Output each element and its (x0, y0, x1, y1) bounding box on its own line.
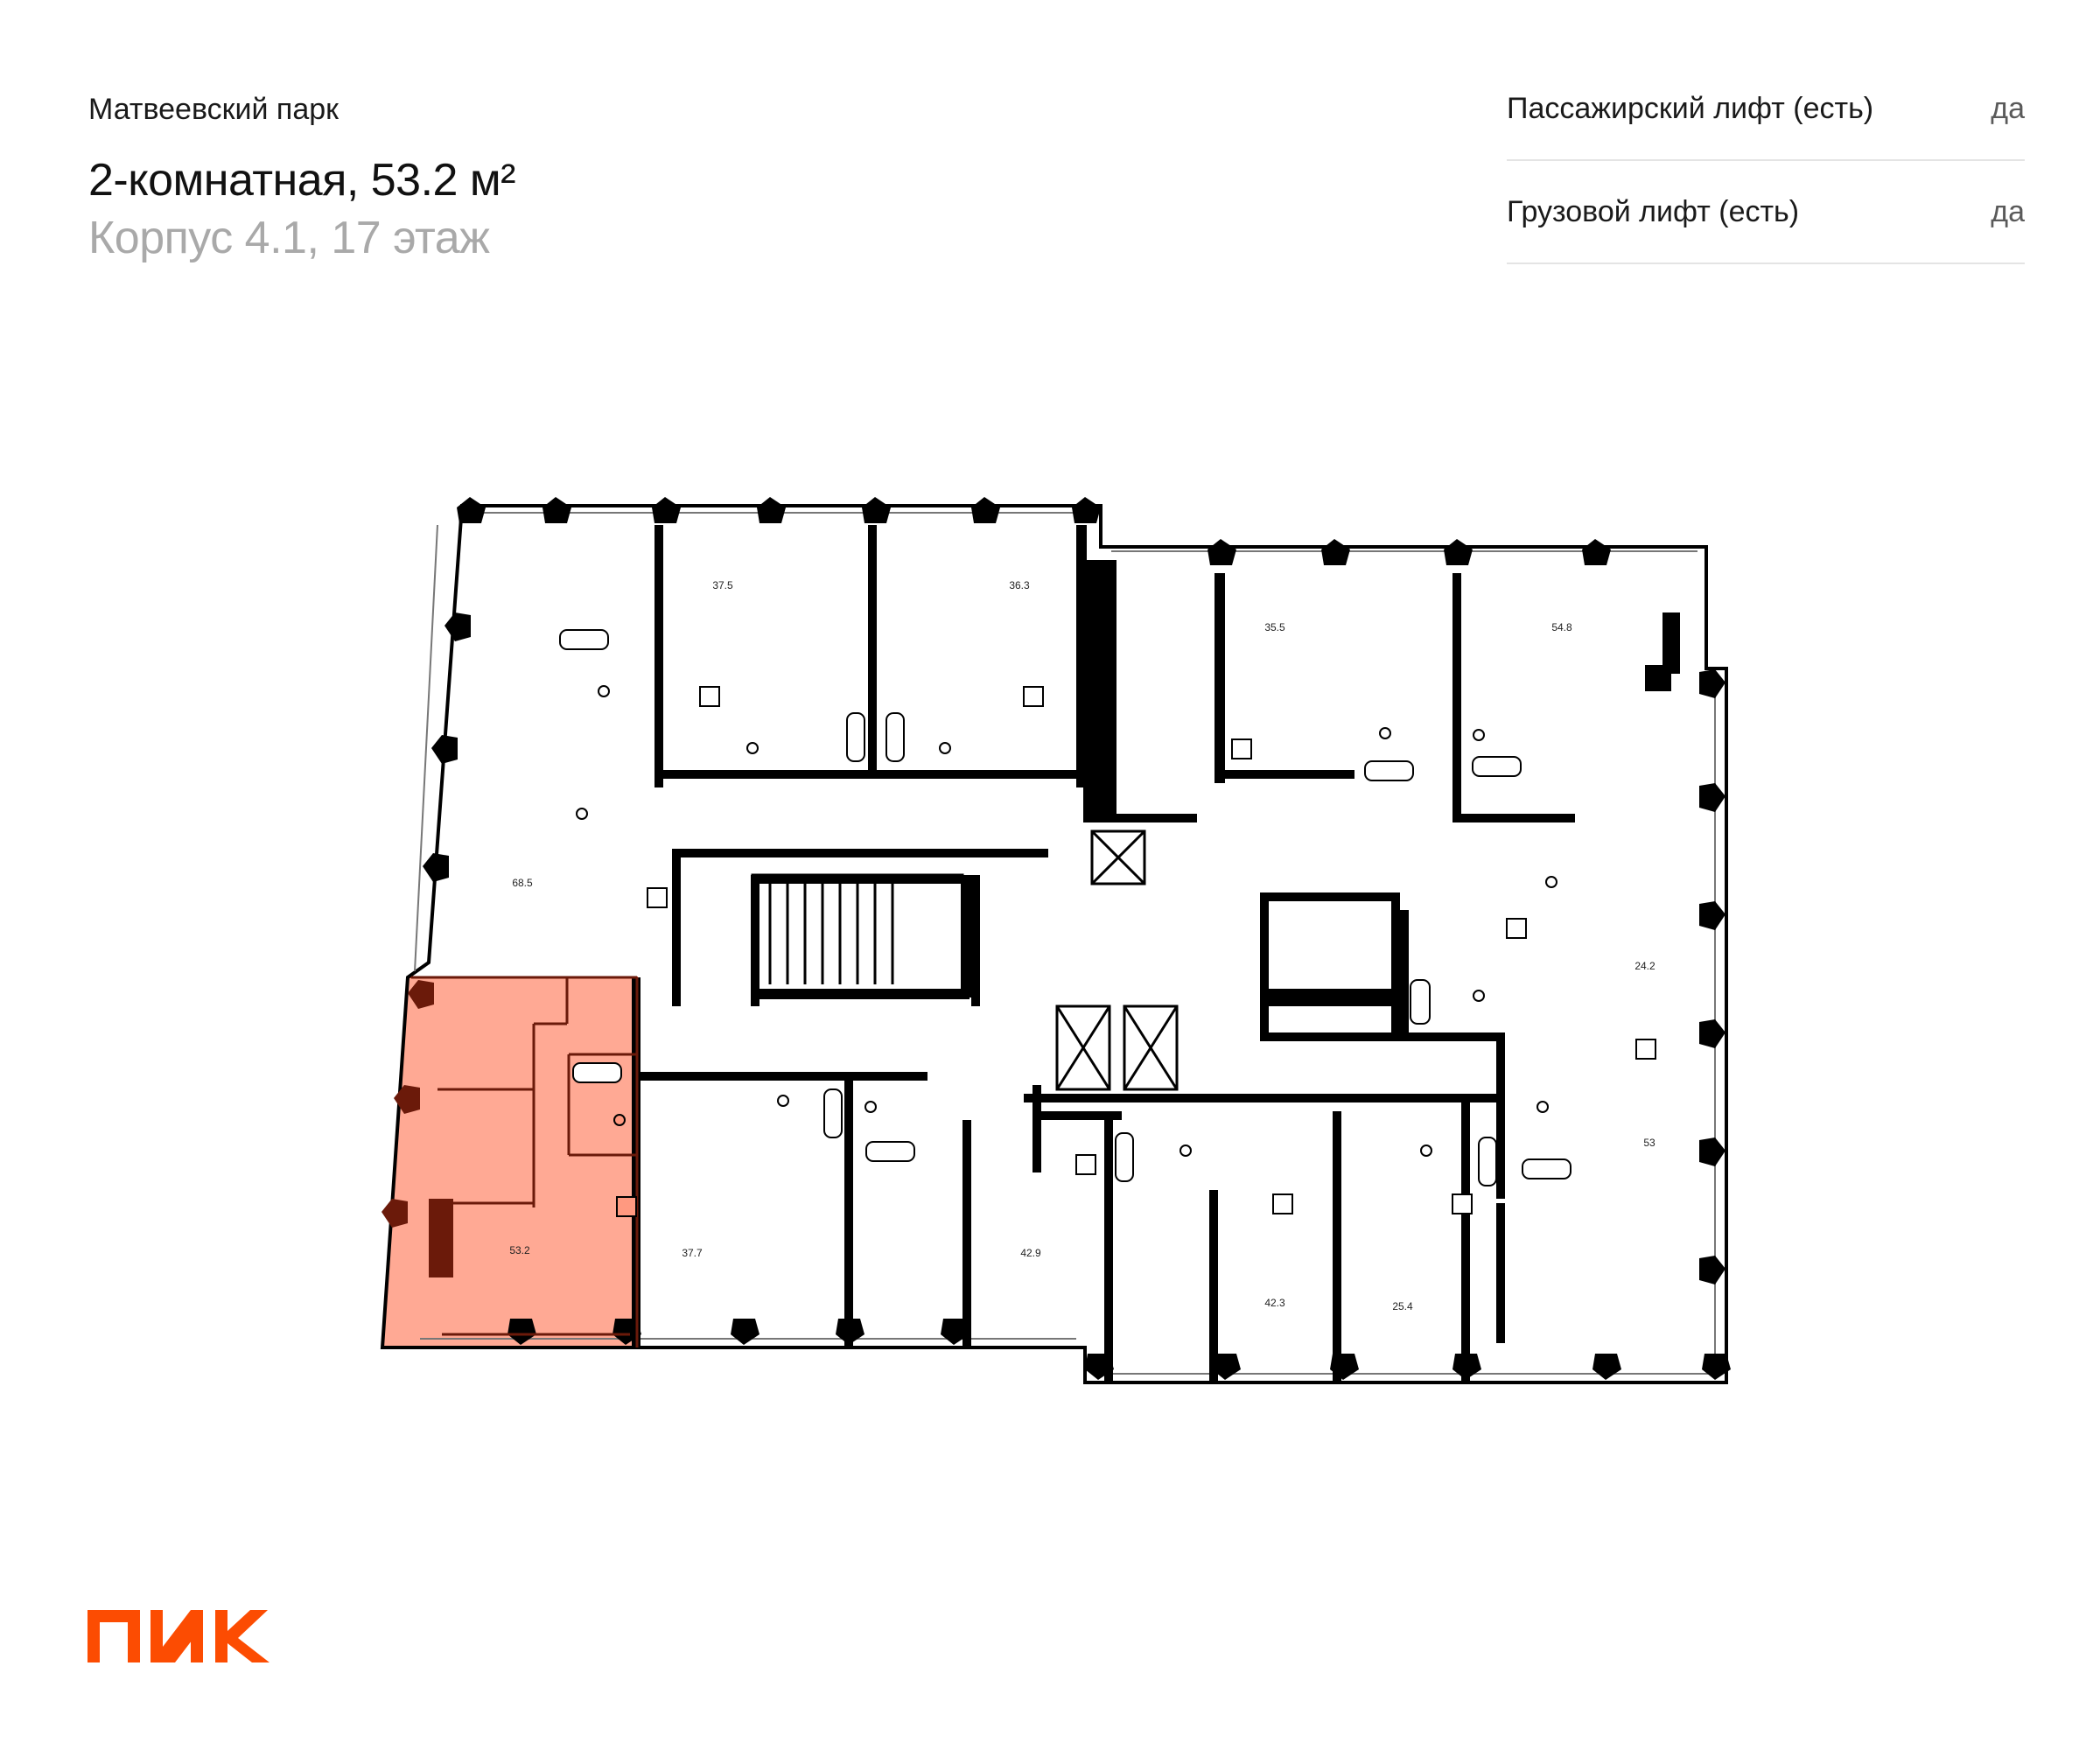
features-list: Пассажирский лифт (есть) да Грузовой лиф… (1507, 58, 2025, 264)
project-name: Матвеевский парк (88, 93, 340, 126)
unit-area-label: 37.7 (682, 1247, 703, 1259)
feature-value: да (1991, 194, 2025, 228)
floor-plan: 37.5 36.3 35.5 54.8 68.5 24.2 53 53.2 37… (380, 497, 1731, 1384)
unit-area-label: 42.3 (1264, 1297, 1285, 1309)
toilet-icon (576, 685, 1558, 1157)
unit-area-label: 24.2 (1634, 960, 1656, 972)
unit-area-label: 68.5 (512, 877, 533, 889)
stove-icon (616, 686, 1656, 1217)
feature-freight-lift: Грузовой лифт (есть) да (1507, 161, 2025, 264)
unit-area-label: 25.4 (1392, 1300, 1413, 1312)
bathtub-icon (559, 629, 1572, 1186)
elevator-icon (1055, 830, 1179, 1091)
unit-area-label: 53 (1643, 1137, 1656, 1149)
apartment-title: 2-комнатная, 53.2 м² (88, 155, 515, 206)
highlighted-apartment[interactable] (381, 976, 638, 1348)
feature-label: Пассажирский лифт (есть) (1507, 91, 1874, 125)
stairs-icon (751, 873, 964, 995)
unit-area-label: 36.3 (1009, 579, 1030, 592)
unit-area-label: 35.5 (1264, 621, 1285, 634)
feature-value: да (1991, 91, 2025, 125)
building-floor: Корпус 4.1, 17 этаж (88, 213, 490, 263)
feature-passenger-lift: Пассажирский лифт (есть) да (1507, 58, 2025, 161)
pik-logo (88, 1608, 271, 1674)
unit-area-label: 37.5 (712, 579, 733, 592)
feature-label: Грузовой лифт (есть) (1507, 194, 1800, 228)
unit-area-label: 53.2 (509, 1244, 530, 1256)
unit-area-label: 42.9 (1020, 1247, 1041, 1259)
unit-area-label: 54.8 (1551, 621, 1572, 634)
